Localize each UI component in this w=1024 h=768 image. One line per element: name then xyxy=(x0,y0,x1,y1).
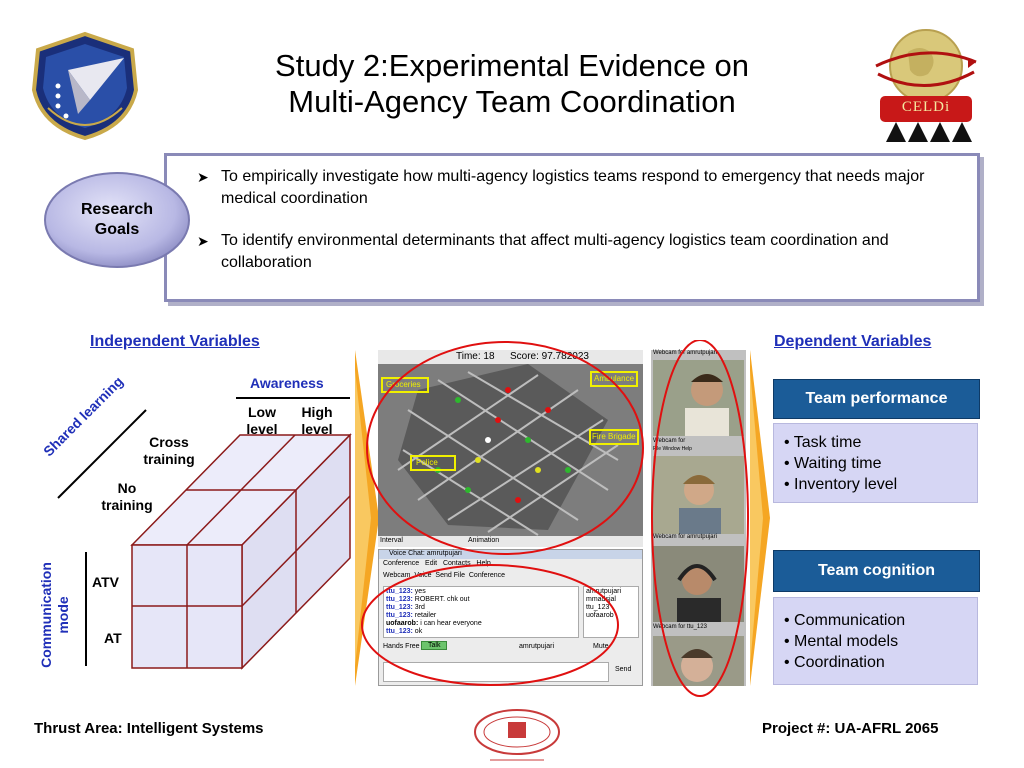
left-orange-arrow xyxy=(355,350,379,686)
team-cognition-list: • Communication • Mental models • Coordi… xyxy=(773,597,978,685)
team-performance-header: Team performance xyxy=(773,379,980,419)
contact-item[interactable]: amrutpujari xyxy=(586,588,622,595)
webcam-title: Webcam for xyxy=(653,438,686,444)
sim-label-fire-brigade: Fire Brigade xyxy=(592,432,636,441)
communication-mode-label: Communication mode xyxy=(38,562,71,668)
chat-contacts: amrutpujari mmadsjal ttu_123 uofaarob xyxy=(583,586,639,638)
afrl-logo xyxy=(31,31,139,141)
title-line-2: Multi-Agency Team Coordination xyxy=(288,84,736,119)
list-item: • Coordination xyxy=(784,654,885,671)
at-label: AT xyxy=(104,630,122,646)
contact-item[interactable]: ttu_123 xyxy=(586,604,610,611)
hands-free-checkbox[interactable]: Hands Free xyxy=(383,643,420,650)
chat-line: ttu_123: ROBERT. chk out xyxy=(386,596,470,603)
webcam-feed xyxy=(653,456,744,534)
team-cognition-header: Team cognition xyxy=(773,550,980,592)
voice-button[interactable]: Voice xyxy=(414,572,432,579)
list-item: • Mental models xyxy=(784,633,899,650)
list-item: ➤ To identify environmental determinants… xyxy=(197,232,889,271)
webcam-title: Webcam for ttu_123 xyxy=(653,624,707,630)
talk-button[interactable]: Talk xyxy=(421,641,448,650)
mute-checkbox[interactable]: Mute xyxy=(593,643,609,650)
chat-toolbar: Webcam Voice Send File Conference xyxy=(383,572,505,579)
celdi-logo xyxy=(875,29,977,142)
independent-variables-cube xyxy=(57,397,352,670)
chat-line: ttu_123: 3rd xyxy=(386,604,425,611)
list-item: • Communication xyxy=(784,612,906,629)
chat-line: ttu_123: yes xyxy=(386,588,426,595)
person-silhouette-icon xyxy=(653,546,744,622)
list-item: • Task time xyxy=(784,434,862,451)
contact-item[interactable]: uofaarob xyxy=(586,612,614,619)
webcam-feed xyxy=(653,546,744,622)
footer-project-number: Project #: UA-AFRL 2065 xyxy=(762,720,939,737)
cross-training-label: Cross training xyxy=(143,434,195,467)
sim-score: Score: 97.782023 xyxy=(510,351,589,362)
no-training-label: No training xyxy=(101,480,153,513)
send-button[interactable]: Send xyxy=(615,666,632,673)
simulation-screenshot: Time: 18 Score: 97.782023 Groceries Ambu… xyxy=(378,350,643,547)
webcam-button[interactable]: Webcam xyxy=(383,572,411,579)
right-orange-arrow xyxy=(750,350,770,686)
menu-edit[interactable]: Edit xyxy=(425,560,438,567)
sim-time: Time: 18 xyxy=(456,351,495,362)
webcam-title: Webcam for amrutpujari xyxy=(653,350,717,356)
person-silhouette-icon xyxy=(653,456,744,534)
sim-animation-label[interactable]: Animation xyxy=(468,537,500,544)
highlight-ellipses xyxy=(361,340,749,697)
chat-menu-bar: Conference Edit Contacts Help xyxy=(383,560,491,567)
webcam-title: Webcam for amrutpujari xyxy=(653,534,717,540)
low-level-label: Low level xyxy=(246,404,278,437)
chat-log: ttu_123: yes ttu_123: ROBERT. chk out tt… xyxy=(383,586,579,638)
page-title: Study 2:Experimental Evidence on Multi-A… xyxy=(200,48,824,120)
arrow-bullet-icon: ➤ xyxy=(197,233,209,249)
research-goals-box: ➤ To empirically investigate how multi-a… xyxy=(164,153,980,302)
research-goals-list: ➤ To empirically investigate how multi-a… xyxy=(167,156,977,274)
chat-line: uofaarob: i can hear everyone xyxy=(386,620,482,627)
independent-variables-heading: Independent Variables xyxy=(90,333,260,350)
dependent-variables-heading: Dependent Variables xyxy=(774,333,932,350)
chat-window-screenshot: Voice Chat: amrutpujari Conference Edit … xyxy=(378,549,643,686)
university-seal-logo xyxy=(474,709,560,761)
sim-interval-label: Interval xyxy=(380,537,403,544)
sim-label-groceries: Groceries xyxy=(386,380,421,389)
webcam-feed xyxy=(653,360,744,436)
contact-item[interactable]: mmadsjal xyxy=(586,596,616,603)
awareness-label: Awareness xyxy=(250,375,324,391)
title-line-1: Study 2:Experimental Evidence on xyxy=(275,48,749,83)
team-performance-list: • Task time • Waiting time • Inventory l… xyxy=(773,423,978,503)
person-silhouette-icon xyxy=(653,360,744,436)
research-goals-badge xyxy=(44,172,190,268)
chat-line: ttu_123: retailer xyxy=(386,612,437,619)
menu-conference[interactable]: Conference xyxy=(383,560,420,567)
menu-contacts[interactable]: Contacts xyxy=(442,560,471,567)
list-item: • Waiting time xyxy=(784,455,882,472)
high-level-label: High level xyxy=(301,404,333,437)
research-goals-label: Research Goals xyxy=(80,201,154,238)
footer-thrust-area: Thrust Area: Intelligent Systems xyxy=(34,720,264,737)
atv-label: ATV xyxy=(92,574,119,590)
celdi-logo-text: CELDi xyxy=(901,99,951,115)
send-file-button[interactable]: Send File xyxy=(435,572,465,579)
list-item: ➤ To empirically investigate how multi-a… xyxy=(197,168,925,207)
simulation-map xyxy=(378,350,643,547)
speaker-name: amrutpujari xyxy=(519,643,555,650)
sim-label-ambulance: Ambulance xyxy=(594,374,635,383)
conference-button[interactable]: Conference xyxy=(468,572,506,579)
sim-label-police: Police xyxy=(416,458,438,467)
menu-help[interactable]: Help xyxy=(476,560,491,567)
arrow-bullet-icon: ➤ xyxy=(197,169,209,185)
list-item: • Inventory level xyxy=(784,476,898,493)
webcam-menu: File Window Help xyxy=(653,446,692,452)
webcam-column: Webcam for amrutpujari Webcam for File W… xyxy=(651,350,746,686)
chat-line: ttu_123: ok xyxy=(386,628,423,635)
